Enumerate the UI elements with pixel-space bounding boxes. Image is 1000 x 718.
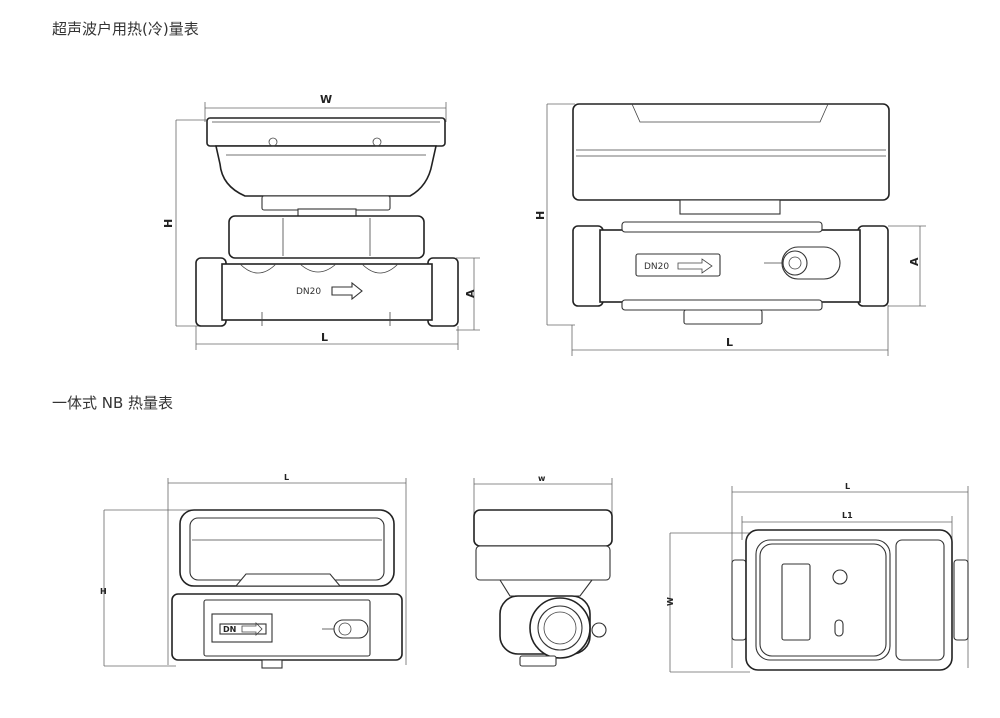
dim-label-l: L xyxy=(321,331,328,344)
drawing-front-view: W H L A DN20 xyxy=(162,93,480,350)
heading-ultrasonic-meter: 超声波户用热(冷)量表 xyxy=(52,20,199,38)
flow-tag-front: DN20 xyxy=(296,287,321,297)
heading-nb-meter: 一体式 NB 热量表 xyxy=(52,394,174,412)
dim-label-h: H xyxy=(162,219,175,228)
flow-tag-nb: DN xyxy=(223,625,236,634)
drawing-side-view: H L A DN20 xyxy=(534,103,926,356)
dim-label-w5: W xyxy=(666,597,675,606)
dim-label-h3: H xyxy=(100,587,107,596)
flow-tag-side: DN20 xyxy=(644,262,669,272)
dim-label-h2: H xyxy=(534,211,547,220)
dim-label-a: A xyxy=(464,289,477,298)
dim-label-w4: w xyxy=(538,474,546,483)
dim-label-l5: L xyxy=(845,482,850,491)
dim-label-w: W xyxy=(320,93,332,106)
drawing-nb-front: L H DN xyxy=(100,473,407,669)
dim-label-l1: L1 xyxy=(842,511,853,520)
dim-label-l2: L xyxy=(726,336,733,349)
dim-label-l3: L xyxy=(284,473,289,482)
drawing-nb-top: L L1 W xyxy=(666,482,969,673)
dim-label-a2: A xyxy=(908,257,921,266)
drawing-nb-side: w xyxy=(473,474,613,667)
